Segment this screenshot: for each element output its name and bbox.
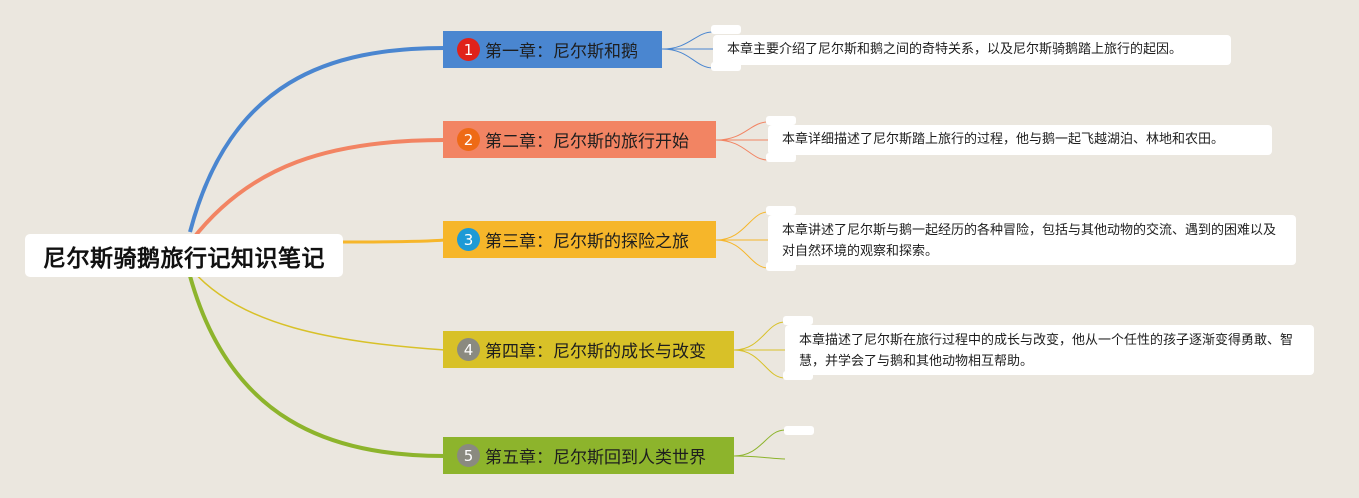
desc-tab [711, 62, 741, 71]
empty-description-node[interactable] [784, 426, 814, 435]
branch-line-4 [191, 269, 446, 351]
chapter-topic-5[interactable]: 5 第五章：尼尔斯回到人类世界 [443, 437, 734, 474]
chapter-topic-2[interactable]: 2 第二章：尼尔斯的旅行开始 [443, 121, 716, 158]
chapter-topic-3[interactable]: 3 第三章：尼尔斯的探险之旅 [443, 221, 716, 258]
branch-line-3 [342, 238, 446, 244]
branch-line-5 [188, 275, 446, 458]
fan-lines-5 [733, 429, 786, 460]
desc-tab [766, 262, 796, 271]
description-text: 本章主要介绍了尼尔斯和鹅之间的奇特关系，以及尼尔斯骑鹅踏上旅行的起因。 [727, 42, 1183, 57]
desc-tab [783, 316, 813, 325]
chapter-number-badge: 5 [457, 444, 480, 467]
desc-tab [783, 371, 813, 380]
chapter-description-1[interactable]: 本章主要介绍了尼尔斯和鹅之间的奇特关系，以及尼尔斯骑鹅踏上旅行的起因。 [713, 35, 1231, 65]
fan-lines-4 [733, 321, 786, 379]
chapter-title: 第四章：尼尔斯的成长与改变 [485, 342, 706, 362]
chapter-topic-4[interactable]: 4 第四章：尼尔斯的成长与改变 [443, 331, 734, 368]
chapter-number-badge: 1 [457, 38, 480, 61]
desc-tab [766, 206, 796, 215]
branch-line-2 [190, 138, 446, 242]
chapter-number-badge: 2 [457, 128, 480, 151]
chapter-title: 第三章：尼尔斯的探险之旅 [485, 232, 689, 252]
chapter-description-3[interactable]: 本章讲述了尼尔斯与鹅一起经历的各种冒险，包括与其他动物的交流、遇到的困难以及对自… [768, 215, 1296, 265]
branch-line-1 [188, 46, 446, 233]
desc-tab [766, 153, 796, 162]
description-text: 本章讲述了尼尔斯与鹅一起经历的各种冒险，包括与其他动物的交流、遇到的困难以及对自… [782, 223, 1277, 259]
chapter-title: 第一章：尼尔斯和鹅 [485, 42, 638, 62]
chapter-title: 第二章：尼尔斯的旅行开始 [485, 132, 689, 152]
desc-tab [766, 116, 796, 125]
root-title: 尼尔斯骑鹅旅行记知识笔记 [43, 245, 325, 272]
chapter-number-badge: 4 [457, 338, 480, 361]
root-topic[interactable]: 尼尔斯骑鹅旅行记知识笔记 [25, 234, 343, 277]
chapter-number-badge: 3 [457, 228, 480, 251]
chapter-topic-1[interactable]: 1 第一章：尼尔斯和鹅 [443, 31, 662, 68]
fan-lines-3 [715, 211, 769, 269]
description-text: 本章详细描述了尼尔斯踏上旅行的过程，他与鹅一起飞越湖泊、林地和农田。 [782, 132, 1225, 147]
description-text: 本章描述了尼尔斯在旅行过程中的成长与改变，他从一个任性的孩子逐渐变得勇敢、智慧，… [799, 333, 1294, 369]
fan-lines-2 [715, 121, 769, 161]
chapter-description-4[interactable]: 本章描述了尼尔斯在旅行过程中的成长与改变，他从一个任性的孩子逐渐变得勇敢、智慧，… [785, 325, 1314, 375]
chapter-description-2[interactable]: 本章详细描述了尼尔斯踏上旅行的过程，他与鹅一起飞越湖泊、林地和农田。 [768, 125, 1272, 155]
desc-tab [711, 25, 741, 34]
fan-lines-1 [661, 31, 714, 69]
chapter-title: 第五章：尼尔斯回到人类世界 [485, 448, 706, 468]
